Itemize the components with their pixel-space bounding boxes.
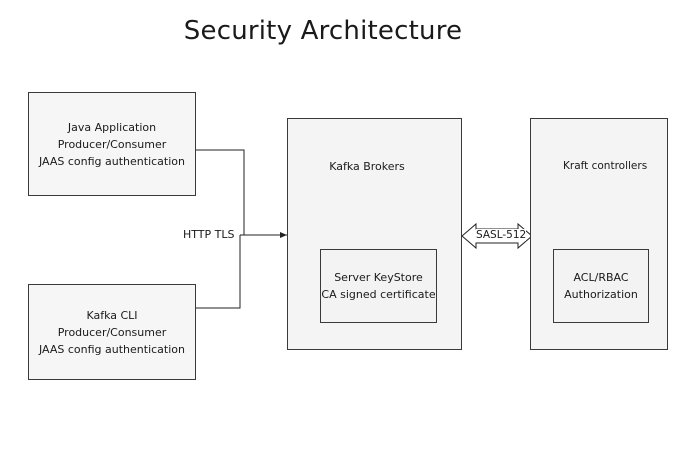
java-app-line-1: Java Application — [67, 120, 157, 134]
kafka-cli-line-1: Kafka CLI — [86, 308, 138, 322]
java-app-line-3: JAAS config authentication — [38, 154, 185, 168]
sasl-512-label: SASL-512 — [476, 229, 527, 241]
java-app-connector — [196, 149, 245, 235]
server-keystore-box: Server KeyStore CA signed certificate — [320, 249, 437, 323]
keystore-line-2: CA signed certificate — [321, 288, 436, 301]
java-app-line-2: Producer/Consumer — [57, 137, 167, 151]
kafka-cli-connector — [196, 235, 241, 309]
acl-line-2: Authorization — [564, 288, 638, 301]
acl-rbac-box: ACL/RBAC Authorization — [553, 249, 649, 323]
kraft-controllers-label: Kraft controllers — [563, 160, 648, 172]
acl-rbac-text: ACL/RBAC Authorization — [564, 269, 638, 303]
acl-line-1: ACL/RBAC — [573, 271, 629, 284]
http-tls-label: HTTP TLS — [183, 228, 235, 241]
kafka-cli-line-2: Producer/Consumer — [57, 325, 167, 339]
server-keystore-text: Server KeyStore CA signed certificate — [321, 269, 435, 303]
kafka-cli-text: Kafka CLI Producer/Consumer JAAS config … — [28, 284, 196, 380]
java-application-text: Java Application Producer/Consumer JAAS … — [28, 92, 196, 196]
kafka-cli-box — [28, 284, 196, 380]
kafka-cli-line-3: JAAS config authentication — [38, 342, 185, 356]
keystore-line-1: Server KeyStore — [334, 271, 423, 284]
kafka-brokers-label: Kafka Brokers — [329, 160, 405, 173]
diagram-title: Security Architecture — [183, 16, 463, 46]
java-application-box — [28, 92, 196, 196]
